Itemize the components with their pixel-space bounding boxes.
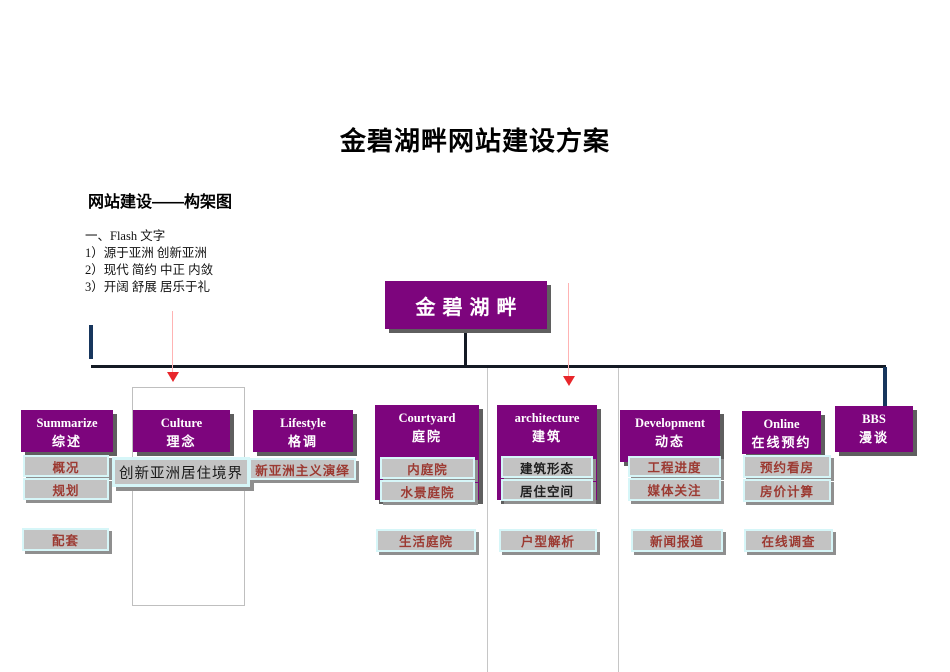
- leaf-zaixian-diaocha: 在线调查: [744, 529, 833, 552]
- node-summarize-en: Summarize: [36, 416, 98, 430]
- red-arrow-architecture-line: [568, 283, 569, 376]
- leaf-gongcheng-jindu: 工程进度: [628, 456, 721, 477]
- leaf-shenghuo: 生活庭院: [376, 529, 476, 552]
- node-bbs-zh: 漫谈: [858, 430, 889, 445]
- culture-outline-rectangle: [132, 387, 245, 606]
- node-summarize: Summarize 综述: [21, 410, 113, 452]
- leaf-guihua: 规划: [23, 478, 109, 500]
- divider-line-courtyard: [487, 368, 488, 672]
- leaf-culture-slogan: 创新亚洲居住境界: [112, 457, 250, 487]
- leaf-peitao: 配套: [22, 528, 109, 551]
- node-development: Development 动态: [620, 410, 720, 462]
- main-horizontal-line: [91, 365, 886, 368]
- node-bbs: BBS 漫谈: [835, 406, 913, 452]
- leaf-jianzhu-xingtai: 建筑形态: [501, 456, 593, 478]
- left-vertical-line: [89, 325, 93, 359]
- node-culture-zh: 理念: [166, 434, 197, 449]
- flash-notes-line-2: 2）现代 简约 中正 内敛: [85, 263, 214, 277]
- node-courtyard-zh: 庭院: [411, 429, 442, 444]
- node-courtyard-en: Courtyard: [398, 411, 456, 425]
- node-lifestyle-zh: 格调: [287, 434, 318, 449]
- flash-notes-line-3: 3）开阔 舒展 居乐于礼: [85, 280, 211, 294]
- node-lifestyle: Lifestyle 格调: [253, 410, 353, 452]
- leaf-gaikuang: 概况: [23, 455, 109, 477]
- root-connector-line: [464, 329, 467, 366]
- node-lifestyle-en: Lifestyle: [280, 416, 326, 430]
- leaf-shuijing: 水景庭院: [380, 480, 475, 502]
- node-development-en: Development: [634, 416, 706, 430]
- node-bbs-en: BBS: [862, 412, 886, 426]
- root-node-label: 金碧湖畔: [415, 296, 524, 319]
- leaf-meiti-guanzhu: 媒体关注: [628, 478, 721, 501]
- flash-notes-line-1: 1）源于亚洲 创新亚洲: [85, 246, 207, 260]
- node-culture: Culture 理念: [133, 410, 230, 452]
- node-online: Online 在线预约: [742, 411, 821, 454]
- node-development-zh: 动态: [654, 434, 685, 449]
- node-architecture-en: architecture: [514, 411, 580, 425]
- root-node: 金碧湖畔: [385, 281, 547, 329]
- right-vertical-line: [883, 367, 887, 407]
- node-culture-en: Culture: [160, 416, 203, 430]
- red-arrow-culture-line: [172, 311, 173, 372]
- node-online-zh: 在线预约: [751, 435, 812, 450]
- node-architecture-zh: 建筑: [531, 429, 562, 444]
- page-title: 金碧湖畔网站建设方案: [339, 126, 610, 156]
- leaf-lifestyle-slogan: 新亚洲主义演绎: [249, 458, 356, 480]
- leaf-fangjia-jisuan: 房价计算: [743, 479, 831, 502]
- leaf-juzhu-kongjian: 居住空间: [501, 479, 593, 501]
- flash-notes: 一、Flash 文字 1）源于亚洲 创新亚洲 2）现代 简约 中正 内敛 3）开…: [85, 228, 213, 296]
- leaf-xinwen-baodao: 新闻报道: [631, 529, 723, 552]
- red-arrow-culture-icon: [167, 372, 179, 382]
- node-online-en: Online: [763, 417, 800, 431]
- section-heading: 网站建设——构架图: [88, 194, 233, 211]
- node-summarize-zh: 综述: [51, 434, 82, 449]
- leaf-huxing-jiexi: 户型解析: [499, 529, 597, 552]
- divider-line-development: [618, 368, 619, 672]
- red-arrow-architecture-icon: [563, 376, 575, 386]
- leaf-yuyue-kanfang: 预约看房: [743, 455, 831, 478]
- leaf-neitingyuan: 内庭院: [380, 457, 475, 479]
- flash-notes-heading: 一、Flash 文字: [85, 229, 166, 243]
